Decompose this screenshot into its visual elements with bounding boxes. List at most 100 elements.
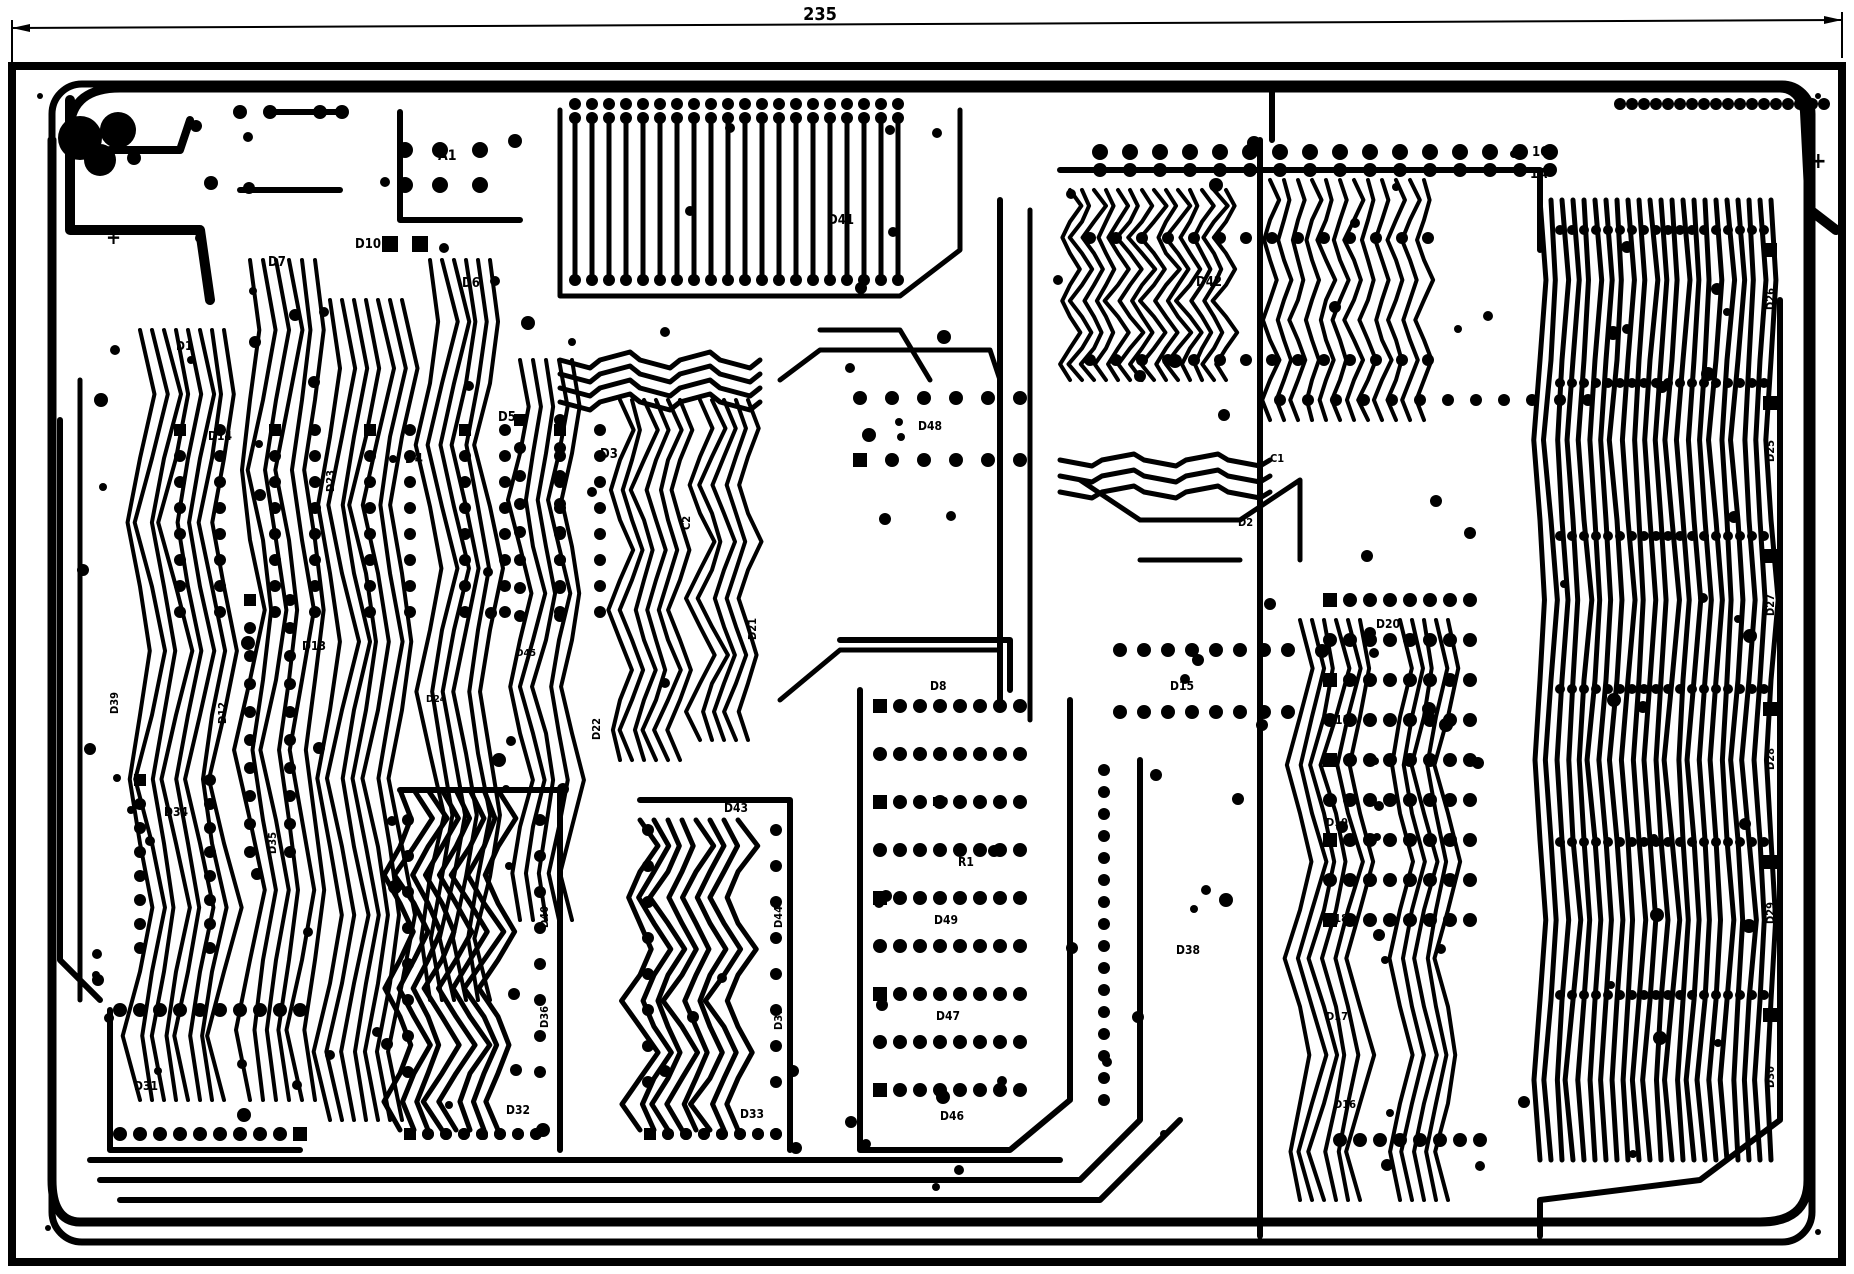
- pad: [770, 896, 782, 908]
- pad: [1423, 753, 1437, 767]
- bus-trace: [1385, 178, 1407, 422]
- pad: [263, 105, 277, 119]
- pad: [1747, 378, 1757, 388]
- pad: [933, 891, 947, 905]
- via: [289, 309, 301, 321]
- ic-pad: [309, 580, 321, 592]
- ic-pad: [244, 706, 256, 718]
- ic-pad: [284, 706, 296, 718]
- via: [113, 774, 121, 782]
- pad: [1687, 225, 1697, 235]
- label-D37: D37: [772, 1008, 785, 1030]
- pad: [233, 105, 247, 119]
- via: [1560, 580, 1568, 588]
- pad: [773, 98, 785, 110]
- pad: [1386, 394, 1398, 406]
- pad: [913, 987, 927, 1001]
- via: [1371, 757, 1379, 765]
- via: [568, 338, 576, 346]
- bus-trace: [679, 817, 717, 1133]
- pad: [1333, 1133, 1347, 1147]
- via: [1439, 718, 1453, 732]
- bus-trace: [1751, 197, 1769, 1163]
- pad: [569, 112, 581, 124]
- pad: [790, 112, 802, 124]
- label-D36: D36: [538, 1006, 551, 1028]
- pad: [1292, 232, 1304, 244]
- pad: [1370, 354, 1382, 366]
- pad: [993, 987, 1007, 1001]
- pad: [1453, 163, 1467, 177]
- label-D7: D7: [268, 255, 286, 270]
- pad: [1687, 531, 1697, 541]
- pad: [1272, 144, 1288, 160]
- pad: [1013, 939, 1027, 953]
- copper-pads: [37, 93, 1830, 1235]
- label-D5: D5: [498, 410, 516, 425]
- pad: [1763, 549, 1777, 563]
- ic-pad: [734, 1128, 746, 1140]
- pad: [973, 987, 987, 1001]
- pad: [1113, 643, 1127, 657]
- via: [725, 123, 735, 133]
- pad: [1555, 225, 1565, 235]
- bus-trace: [183, 328, 217, 1102]
- pad: [1794, 98, 1806, 110]
- ic-pad: [174, 606, 186, 618]
- pad: [1579, 378, 1589, 388]
- pad: [402, 922, 414, 934]
- bus-trace: [647, 817, 688, 1133]
- via: [861, 1139, 871, 1149]
- pad: [893, 747, 907, 761]
- pad: [1363, 673, 1377, 687]
- via: [1160, 1130, 1168, 1138]
- pad: [1363, 793, 1377, 807]
- pad: [949, 391, 963, 405]
- pad: [1627, 531, 1637, 541]
- via: [659, 1065, 671, 1077]
- ic-pad: [134, 822, 146, 834]
- pad: [1627, 225, 1637, 235]
- label-D44: D44: [772, 906, 785, 928]
- bus-trace: [1584, 197, 1605, 1163]
- pad: [397, 177, 413, 193]
- pad: [1818, 98, 1830, 110]
- pad: [1214, 354, 1226, 366]
- pad: [953, 795, 967, 809]
- pad: [1443, 753, 1457, 767]
- pad: [1266, 232, 1278, 244]
- pad: [973, 891, 987, 905]
- bus-trace: [1673, 197, 1693, 1163]
- bus-trace: [245, 258, 278, 1102]
- pad: [933, 795, 947, 809]
- bus-trace: [360, 298, 397, 1122]
- pad: [858, 98, 870, 110]
- pad: [1323, 793, 1337, 807]
- via: [92, 974, 104, 986]
- bus-trace: [172, 328, 204, 1102]
- ic-pad: [440, 1128, 452, 1140]
- via: [1315, 644, 1329, 658]
- pad: [1281, 705, 1295, 719]
- pad: [1473, 1133, 1487, 1147]
- via: [1066, 942, 1078, 954]
- via: [99, 483, 107, 491]
- bus-trace: [1163, 188, 1194, 382]
- via: [492, 753, 506, 767]
- pad: [1383, 873, 1397, 887]
- pad: [1152, 144, 1168, 160]
- pad: [1567, 531, 1577, 541]
- pad: [1699, 684, 1709, 694]
- pad: [472, 142, 488, 158]
- pad: [1383, 793, 1397, 807]
- ic-pad: [174, 450, 186, 462]
- via: [77, 564, 89, 576]
- pad: [1358, 394, 1370, 406]
- pad: [1393, 1133, 1407, 1147]
- pad: [756, 274, 768, 286]
- via: [292, 1080, 302, 1090]
- ic-pad: [134, 774, 146, 786]
- bus-trace: [1596, 197, 1615, 1163]
- pad: [1603, 225, 1613, 235]
- pad: [770, 1040, 782, 1052]
